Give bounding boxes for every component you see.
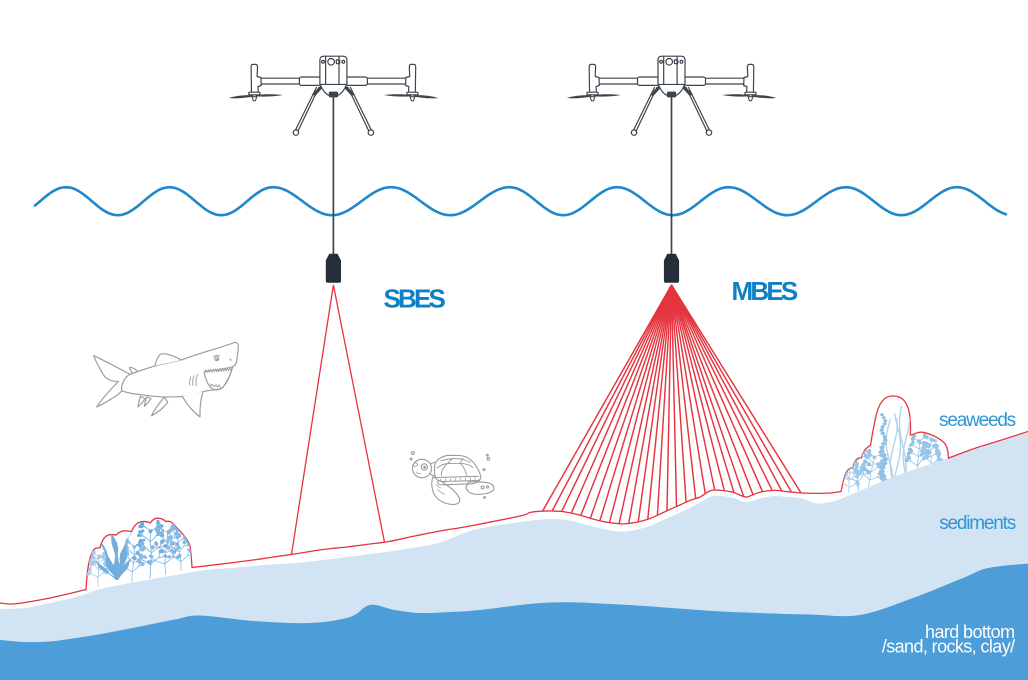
svg-text:hard bottom: hard bottom: [925, 622, 1014, 642]
svg-text:/sand, rocks, clay/: /sand, rocks, clay/: [882, 637, 1015, 657]
svg-text:SBES: SBES: [384, 284, 446, 314]
svg-text:sediments: sediments: [939, 513, 1015, 534]
svg-text:seaweeds: seaweeds: [939, 410, 1016, 431]
svg-text:MBES: MBES: [732, 276, 798, 306]
